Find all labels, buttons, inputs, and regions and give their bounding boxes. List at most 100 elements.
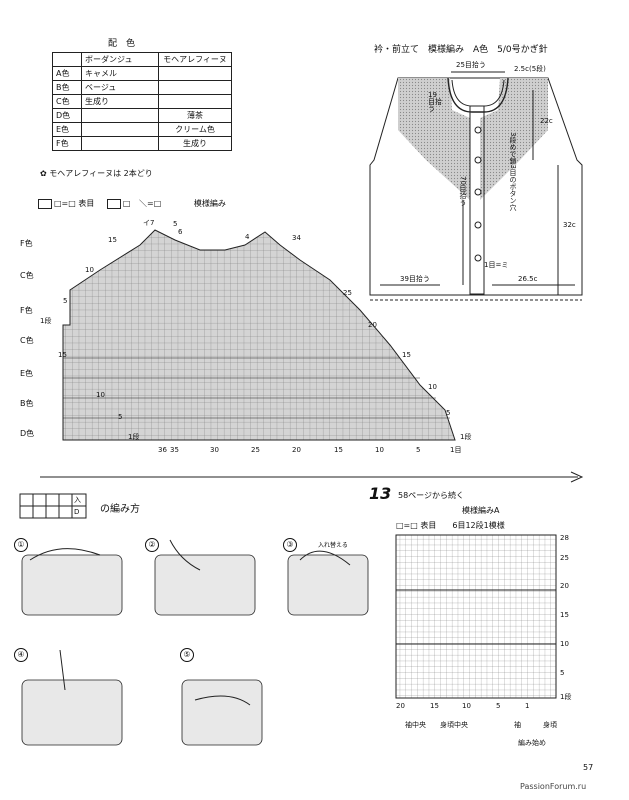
section-number: 13 xyxy=(369,484,392,503)
chart1-legend: □=□ 表目 □ ＼=□ 模様編み xyxy=(38,198,226,209)
chart1-right-num: 20 xyxy=(368,321,377,329)
collar-label-bottom: 39目拾う xyxy=(400,275,430,283)
color-yarn2 xyxy=(158,94,232,109)
color-yarn2: 薄茶 xyxy=(158,108,232,123)
color-yarn1 xyxy=(81,108,159,123)
color-key: D色 xyxy=(52,108,82,123)
chart2-row-num: 20 xyxy=(560,582,569,590)
symbol-in: 入 xyxy=(74,496,81,504)
chart2-bottom-label: 身頃 xyxy=(543,721,557,729)
color-key: A色 xyxy=(52,66,82,81)
chart1-bottom-num: 20 xyxy=(292,446,301,454)
chart2-bottom-label: 袖中央 xyxy=(405,721,426,729)
chart1-legend-0: □=□ 表目 xyxy=(54,199,95,208)
chart1-top-num: 6 xyxy=(178,228,183,236)
step-number: ⑤ xyxy=(180,648,194,662)
color-table: ボーダンジュ モヘアレフィーヌ A色キャメル B色ベージュ C色生成り D色 薄茶… xyxy=(52,52,232,151)
color-yarn2 xyxy=(158,80,232,95)
chart1-color-label: E色 xyxy=(20,369,34,378)
symbol-d: D xyxy=(74,508,80,516)
section-subtitle: 58ページから続く xyxy=(398,491,465,500)
chart1-bottom-num: 10 xyxy=(375,446,384,454)
chart1-bottom-num: 35 xyxy=(170,446,179,454)
chart1-row-num: 1段 xyxy=(40,317,52,325)
watermark: PassionForum.ru xyxy=(520,782,587,791)
howto-title: の編み方 xyxy=(100,504,140,515)
step-number: ② xyxy=(145,538,159,552)
chart1-color-label: C色 xyxy=(20,336,34,345)
chart1-bottom-num: 25 xyxy=(251,446,260,454)
chart1-color-label: F色 xyxy=(20,306,33,315)
color-yarn1: キャメル xyxy=(81,66,159,81)
page-number: 57 xyxy=(583,763,594,772)
color-key: C色 xyxy=(52,94,82,109)
chart1-right-num: 10 xyxy=(428,383,437,391)
chart1-top-num: 4 xyxy=(245,233,250,241)
chart1-top-num: 5 xyxy=(173,220,178,228)
collar-label-left2: 70目拾う xyxy=(459,176,467,206)
chart1-row-num: 15 xyxy=(108,236,117,244)
chart1-right-num: 1段 xyxy=(460,433,472,441)
step-number: ③ xyxy=(283,538,297,552)
chart1-top-num: イ7 xyxy=(143,219,155,227)
chart1-row-num: 10 xyxy=(96,391,105,399)
color-table-header-cell xyxy=(52,52,82,67)
collar-label-top: 25目拾う xyxy=(456,61,486,69)
chart2-bottom-label: 身頃中央 xyxy=(440,721,468,729)
color-yarn1 xyxy=(81,122,159,137)
chart1-legend-3: 模様編み xyxy=(193,199,226,208)
collar-label-bottom-right: 26.5c xyxy=(518,275,538,283)
chart1-row-num: 10 xyxy=(85,266,94,274)
color-key: F色 xyxy=(52,136,82,151)
color-yarn2: クリーム色 xyxy=(158,122,232,137)
chart1-top-num: 34 xyxy=(292,234,301,242)
chart1-bottom-num: 30 xyxy=(210,446,219,454)
step3-note: 入れ替える xyxy=(318,542,348,549)
chart2-legend: □=□ 表目 6目12段1模様 xyxy=(396,521,505,530)
chart1-bottom-num: 1目 xyxy=(450,446,462,454)
collar-label-1stitch: 1目=ミ xyxy=(484,261,509,269)
chart1-color-label: F色 xyxy=(20,239,33,248)
chart1-row-num: 1段 xyxy=(128,433,140,441)
chart1-color-label: C色 xyxy=(20,271,34,280)
chart1-bottom-num: 15 xyxy=(334,446,343,454)
collar-label-buttonhole: 3段めで鎖3目のボタン穴 xyxy=(509,132,517,211)
chart2-start-label: 編み始め xyxy=(518,739,546,747)
color-key: E色 xyxy=(52,122,82,137)
color-yarn2 xyxy=(158,66,232,81)
chart2-col-num: 5 xyxy=(496,702,501,710)
color-key: B色 xyxy=(52,80,82,95)
chart2-row-num: 10 xyxy=(560,640,569,648)
step-number: ④ xyxy=(14,648,28,662)
chart1-row-num: 5 xyxy=(118,413,123,421)
collar-label-32: 32c xyxy=(563,221,576,229)
chart1-right-num: 25 xyxy=(343,289,352,297)
chart2-col-num: 15 xyxy=(430,702,439,710)
color-table-header-cell: ボーダンジュ xyxy=(81,52,159,67)
chart2-row-num: 28 xyxy=(560,534,569,542)
chart2-col-num: 10 xyxy=(462,702,471,710)
color-table-title: 配 色 xyxy=(108,39,136,49)
chart1-bottom-num: 36 xyxy=(158,446,167,454)
chart1-row-num: 15 xyxy=(58,351,67,359)
collar-label-left: 19目拾う xyxy=(428,91,442,113)
chart2-title: 模様編みA xyxy=(462,506,500,515)
collar-label-top-right: 2.5c(5段) xyxy=(514,65,546,73)
chart2-col-num: 1 xyxy=(525,702,530,710)
step-number: ① xyxy=(14,538,28,552)
color-yarn1 xyxy=(81,136,159,151)
color-note: ✿ モヘアレフィーヌは 2本どり xyxy=(40,169,153,178)
collar-title: 衿・前立て 模様編み A色 5/0号かぎ針 xyxy=(374,45,548,55)
color-yarn1: ベージュ xyxy=(81,80,159,95)
chart2-row-num: 5 xyxy=(560,669,565,677)
chart2-row-num: 15 xyxy=(560,611,569,619)
chart2-row-num: 1段 xyxy=(560,693,572,701)
color-table-header-cell: モヘアレフィーヌ xyxy=(158,52,232,67)
chart2-row-num: 25 xyxy=(560,554,569,562)
chart1-row-num: 5 xyxy=(63,297,68,305)
color-yarn1: 生成り xyxy=(81,94,159,109)
chart1-bottom-num: 5 xyxy=(416,446,421,454)
chart2-bottom-label: 袖 xyxy=(514,721,521,729)
chart2-col-num: 20 xyxy=(396,702,405,710)
chart1-color-label: D色 xyxy=(20,429,35,438)
